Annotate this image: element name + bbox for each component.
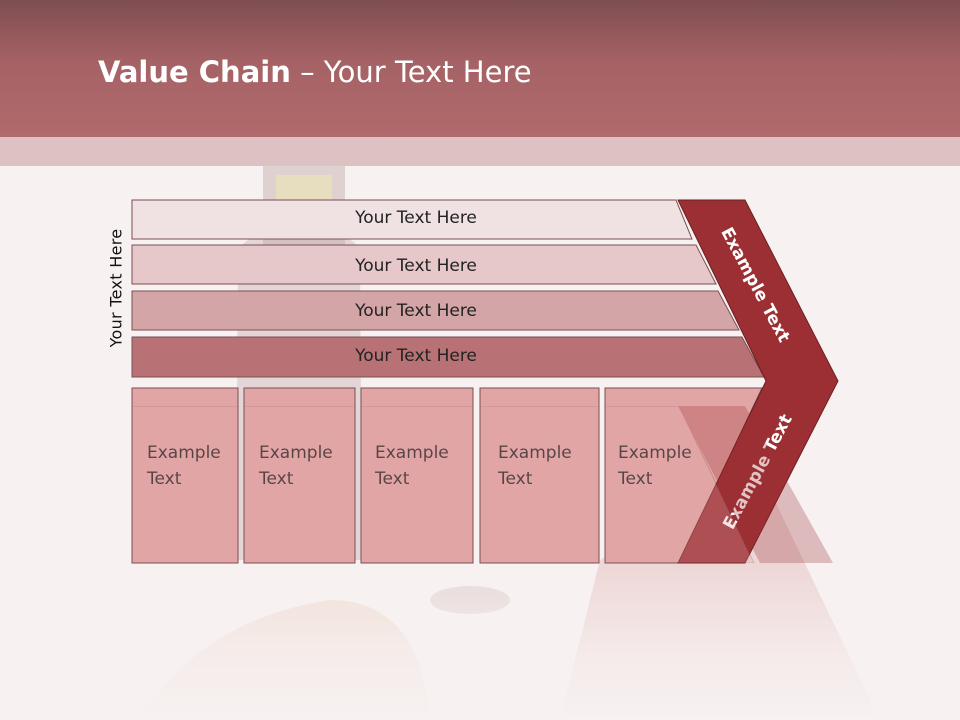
column-1-shape [131, 387, 239, 564]
column-1-line1: Example [147, 443, 221, 463]
column-3-line2: Text [375, 469, 410, 489]
column-2-line1: Example [259, 443, 333, 463]
column-3-shape [360, 387, 474, 564]
column-2-line2: Text [259, 469, 294, 489]
column-3-line1: Example [375, 443, 449, 463]
row-1-shape [131, 199, 693, 240]
row-2-shape [131, 244, 717, 285]
column-1-line2: Text [147, 469, 182, 489]
column-4-shape [479, 387, 600, 564]
header-band [0, 137, 960, 166]
row-3-shape [131, 290, 740, 331]
title-rest: – Your Text Here [290, 55, 532, 89]
row-1-label: Your Text Here [355, 208, 477, 228]
row-4-label: Your Text Here [355, 346, 477, 366]
side-label: Your Text Here [106, 228, 126, 348]
column-5-line1: Example [618, 443, 692, 463]
header-bar [0, 0, 960, 137]
column-2-shape [243, 387, 356, 564]
column-4-line2: Text [498, 469, 533, 489]
column-5-line2: Text [618, 469, 653, 489]
row-3-label: Your Text Here [355, 301, 477, 321]
title-bold: Value Chain [98, 55, 291, 89]
page-title: Value Chain – Your Text Here [98, 55, 532, 89]
column-4-line1: Example [498, 443, 572, 463]
reflection-fade [0, 563, 960, 720]
row-2-label: Your Text Here [355, 256, 477, 276]
